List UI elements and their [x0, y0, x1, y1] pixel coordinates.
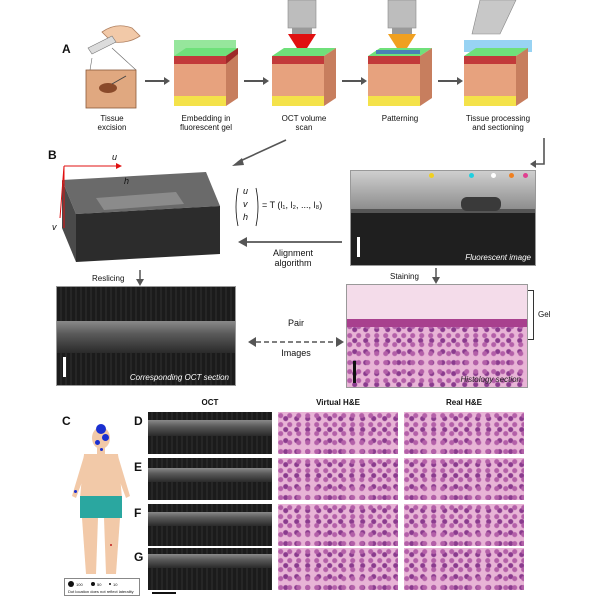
tissue-block-oct-scan — [266, 42, 342, 114]
dot-size-legend: 100 50 10 Dot location does not reflect … — [64, 578, 140, 596]
axis-h-label: h — [124, 176, 130, 186]
fluorescent-marker-yellow — [429, 173, 434, 178]
oct-image-g — [148, 548, 272, 590]
column-header-oct: OCT — [201, 398, 219, 407]
fluorescent-marker-white — [491, 173, 496, 178]
step-label-oct-scan: OCT volume scan — [281, 114, 327, 132]
step-label-sectioning: Tissue processing and sectioning — [465, 114, 531, 132]
tissue-excision-illustration — [82, 18, 144, 110]
vector-h: h — [243, 212, 249, 222]
step-label-embedding: Embedding in fluorescent gel — [179, 114, 233, 132]
row-label-e: E — [134, 460, 143, 474]
step-label-patterning: Patterning — [381, 114, 419, 123]
patterning-head — [382, 0, 422, 58]
oct-image-e — [148, 458, 272, 500]
real-he-image-e — [404, 458, 524, 500]
pipeline-arrow-4 — [438, 77, 463, 85]
body-marker-dot — [74, 490, 77, 493]
tissue-block-embedding — [168, 34, 244, 114]
axis-u-label: u — [112, 152, 118, 162]
row-label-g: G — [134, 550, 144, 564]
legend-value-large: 100 — [76, 582, 83, 587]
axis-v-label: v — [52, 222, 57, 232]
connector-sectioning-to-fluorescent — [530, 138, 550, 174]
transform-equation: u v h = T (l₁, l₂, ..., l₈) — [234, 186, 346, 228]
legend-value-small: 10 — [113, 582, 118, 587]
tissue-block-sectioning — [458, 34, 542, 114]
pipeline-arrow-2 — [244, 77, 269, 85]
pair-images-label: Pair Images — [281, 318, 311, 358]
scale-bar — [353, 361, 356, 383]
virtual-he-image-f — [278, 504, 398, 546]
panel-label-a: A — [62, 42, 71, 56]
step-label-tissue-excision: Tissue excision — [97, 114, 127, 132]
scale-bar — [152, 592, 176, 594]
column-header-real: Real H&E — [445, 398, 482, 407]
histology-section-image: Histology section — [346, 284, 528, 388]
body-marker-dot — [110, 544, 112, 546]
staining-label: Staining — [390, 272, 419, 281]
pair-images-arrow — [248, 334, 344, 347]
reslicing-label: Reslicing — [92, 274, 125, 283]
alignment-arrow — [238, 234, 342, 247]
body-marker-dot — [100, 448, 103, 451]
equation-rhs: = T (l₁, l₂, ..., l₈) — [262, 200, 323, 210]
scale-bar — [357, 237, 360, 257]
panel-label-c: C — [62, 414, 71, 428]
reslicing-arrow — [136, 270, 144, 286]
oct-image-d — [148, 412, 272, 454]
real-he-image-d — [404, 412, 524, 454]
body-marker-dot — [96, 424, 106, 434]
caption-histology: Histology section — [460, 375, 521, 384]
fluorescent-marker-cyan — [469, 173, 474, 178]
legend-value-medium: 50 — [97, 582, 102, 587]
alignment-label: Alignment algorithm — [272, 248, 314, 268]
connector-oct-to-volume — [230, 138, 290, 168]
caption-oct: Corresponding OCT section — [129, 373, 229, 382]
oct-image-f — [148, 504, 272, 546]
gel-label: Gel — [538, 310, 551, 319]
gel-bracket — [528, 290, 534, 340]
real-he-image-f — [404, 504, 524, 546]
virtual-he-image-d — [278, 412, 398, 454]
virtual-he-image-g — [278, 548, 398, 590]
body-marker-dot — [102, 434, 109, 441]
virtual-he-image-e — [278, 458, 398, 500]
vector-v: v — [243, 199, 248, 209]
tissue-block-patterning — [362, 42, 438, 114]
panel-label-b: B — [48, 148, 57, 162]
vector-u: u — [243, 186, 249, 196]
body-map-figure — [64, 424, 138, 578]
row-label-f: F — [134, 506, 142, 520]
column-header-virtual: Virtual H&E — [316, 398, 360, 407]
real-he-image-g — [404, 548, 524, 590]
microtome-blade — [470, 0, 520, 40]
fluorescent-marker-orange — [509, 173, 514, 178]
staining-arrow — [432, 268, 440, 284]
fluorescent-image: Fluorescent image — [350, 170, 536, 266]
oct-scanner-head — [282, 0, 322, 58]
body-marker-dot — [95, 440, 100, 445]
pipeline-arrow-1 — [145, 77, 170, 85]
oct-section-image: Corresponding OCT section — [56, 286, 236, 386]
oct-volume-render — [56, 158, 224, 264]
caption-fluorescent: Fluorescent image — [465, 253, 531, 262]
row-label-d: D — [134, 414, 143, 428]
legend-note: Dot location does not reflect laterality — [68, 589, 134, 594]
fluorescent-marker-pink — [523, 173, 528, 178]
scale-bar — [63, 357, 66, 377]
pipeline-arrow-3 — [342, 77, 367, 85]
